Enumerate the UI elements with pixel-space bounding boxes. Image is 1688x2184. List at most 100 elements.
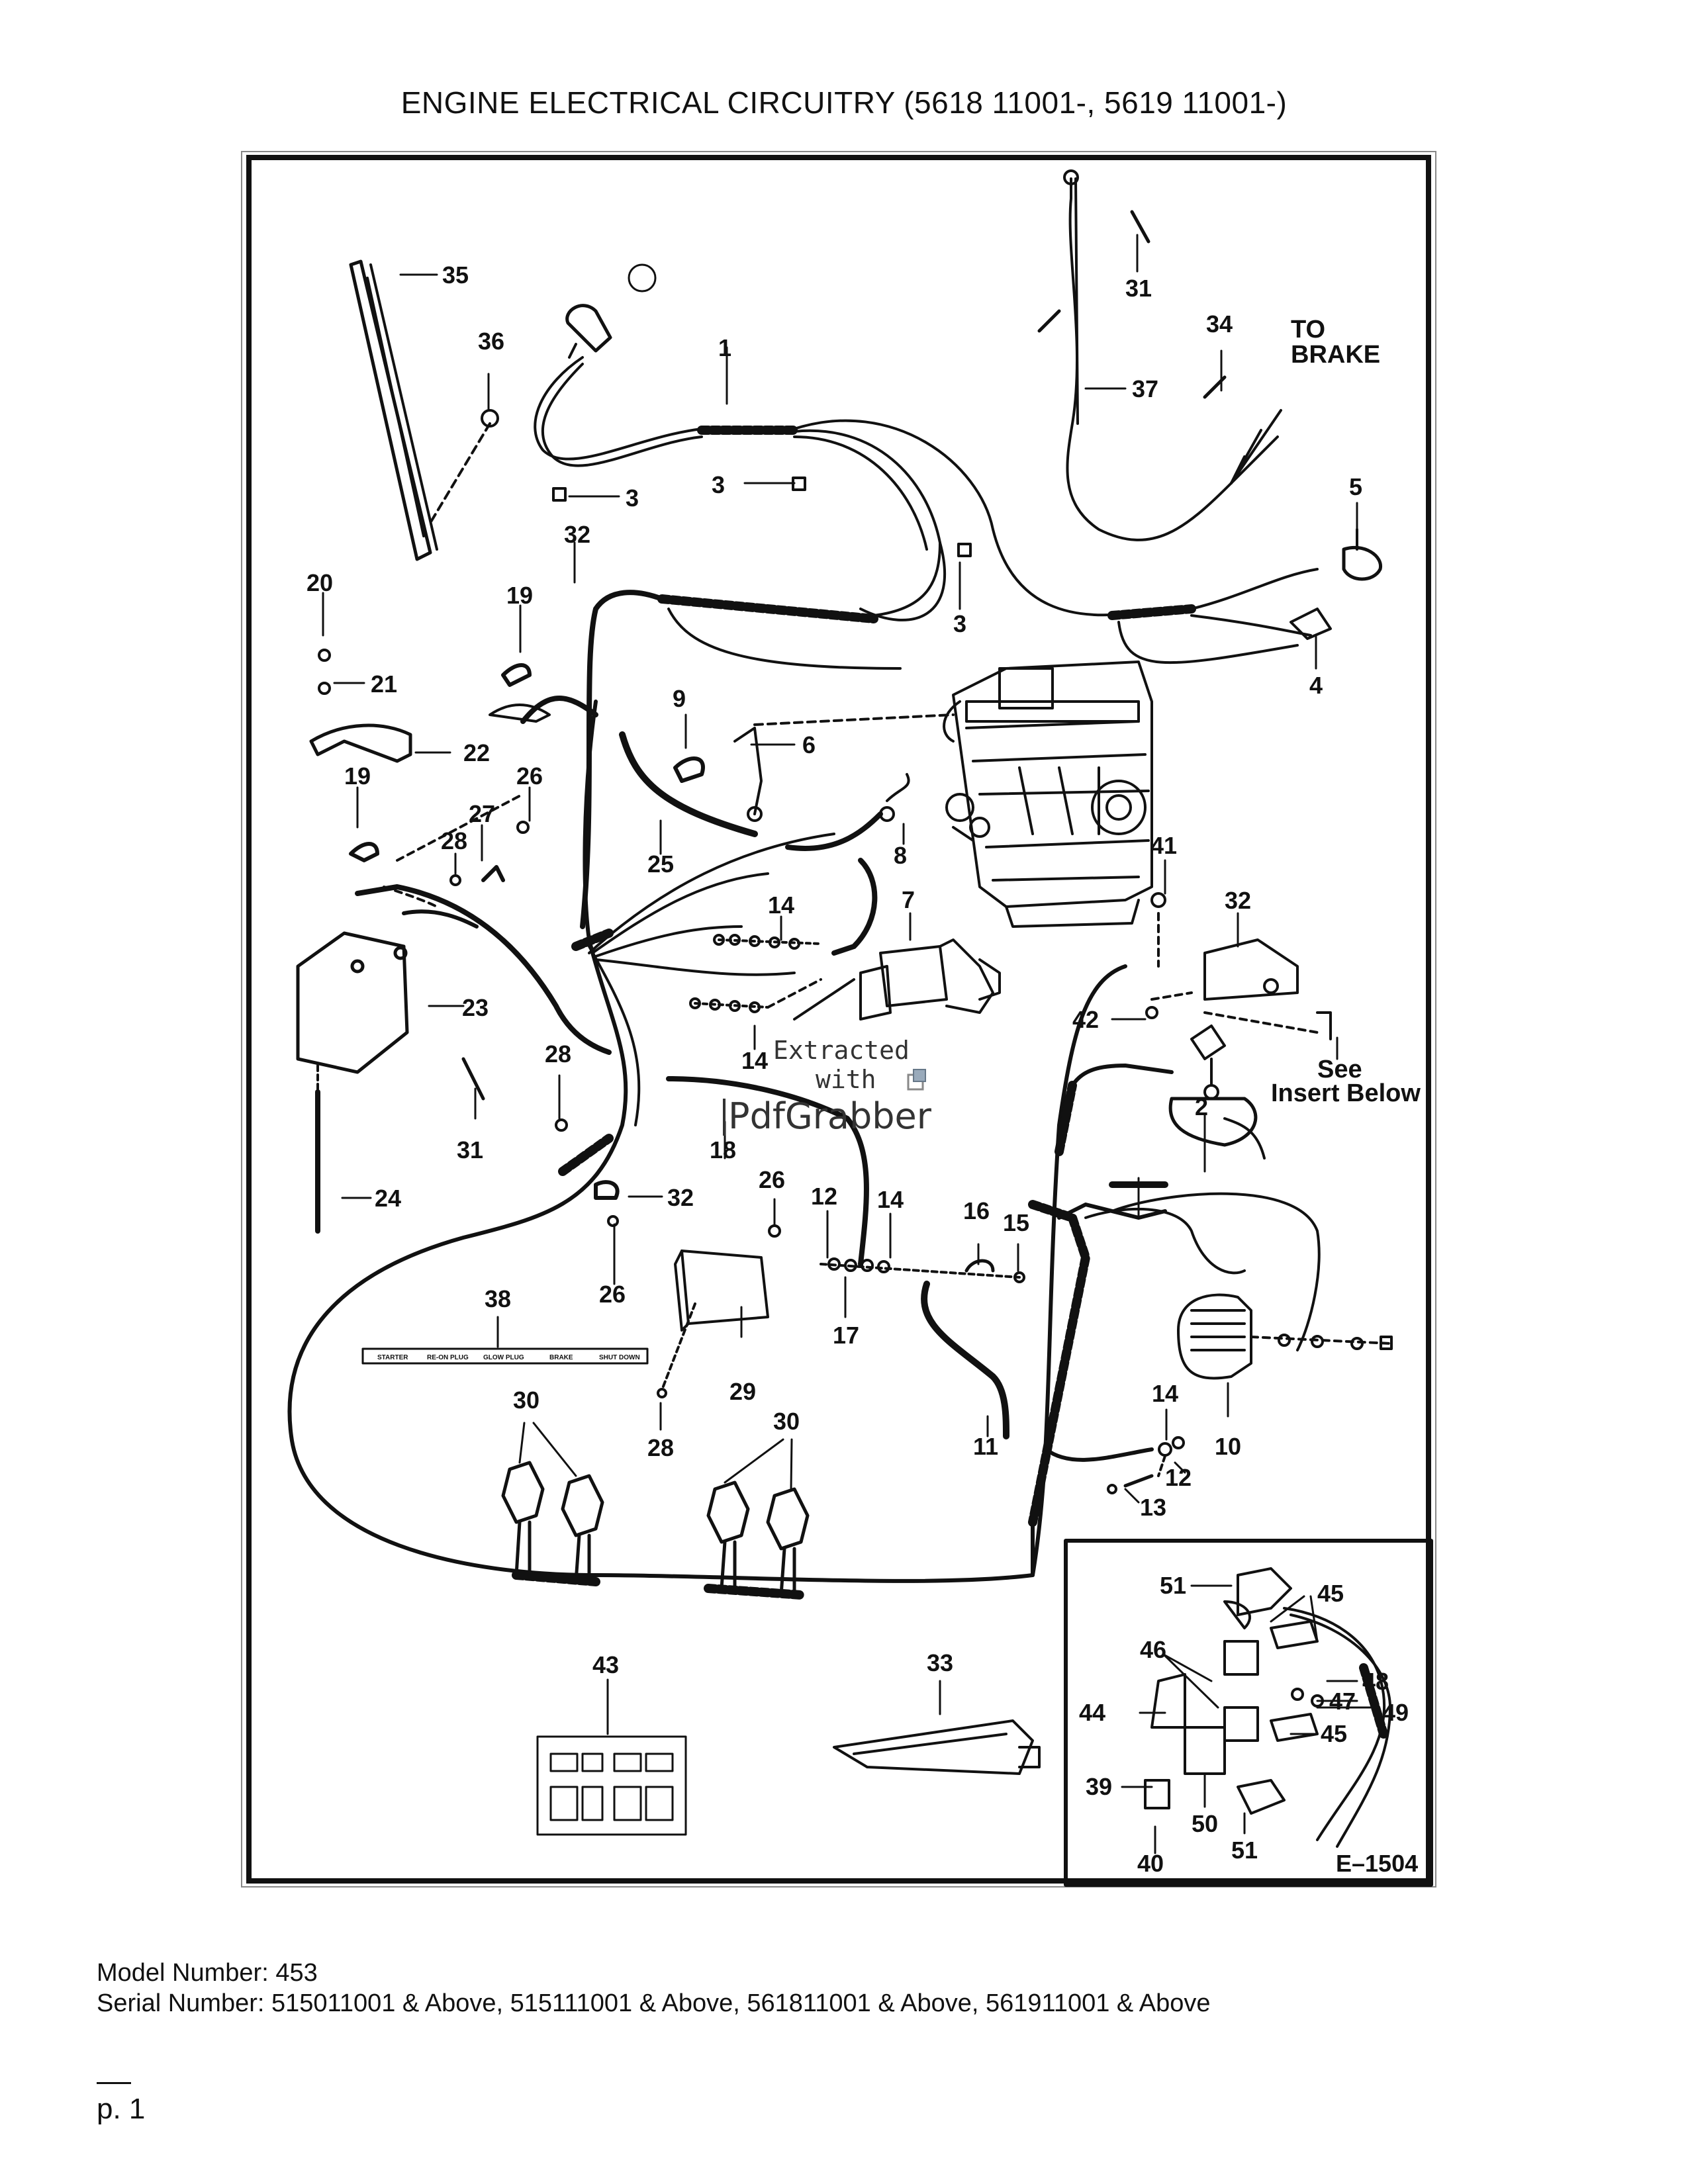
callout-22: 22 — [463, 739, 490, 766]
callout-32c: 32 — [667, 1184, 694, 1211]
callout-18: 18 — [710, 1136, 736, 1163]
model-number: Model Number: 453 — [97, 1959, 318, 1987]
callout-19b: 19 — [344, 762, 371, 790]
svg-text:RE-ON PLUG: RE-ON PLUG — [427, 1354, 469, 1361]
part-8-cable — [785, 773, 910, 851]
engine-block — [943, 660, 1153, 928]
callout-11: 11 — [973, 1433, 998, 1460]
right-harness — [921, 1064, 1321, 1577]
callout-50: 50 — [1192, 1810, 1218, 1837]
to-brake-label-2: BRAKE — [1291, 341, 1380, 369]
part-31-tie-top — [1130, 210, 1150, 244]
callout-13: 13 — [1140, 1494, 1166, 1521]
callout-4: 4 — [1309, 672, 1323, 699]
svg-text:PdfGrabber: PdfGrabber — [728, 1095, 932, 1137]
diagram-frame — [246, 155, 1431, 1884]
callout-41: 41 — [1150, 832, 1177, 859]
part-9-boot — [673, 756, 705, 783]
svg-text:STARTER: STARTER — [377, 1354, 408, 1361]
callout-leaders — [322, 234, 1358, 1735]
part-3-clip-a — [552, 487, 567, 502]
to-brake-label-1: TO — [1291, 316, 1325, 343]
callout-31b: 31 — [457, 1136, 483, 1163]
callout-51b: 51 — [1231, 1837, 1258, 1864]
callout-51a: 51 — [1160, 1572, 1186, 1599]
callout-21: 21 — [371, 670, 397, 698]
callout-34: 34 — [1206, 310, 1233, 338]
serial-number: Serial Number: 515011001 & Above, 515111… — [97, 1989, 1211, 2017]
part-14-nuts-upper — [689, 934, 822, 1013]
callout-12a: 12 — [811, 1183, 837, 1210]
part-41-42-32-bracket — [1145, 892, 1332, 1160]
main-wiring-harness — [287, 356, 1319, 1583]
callout-9: 9 — [673, 685, 686, 712]
callout-32a: 32 — [564, 521, 590, 548]
callout-30a: 30 — [513, 1387, 539, 1414]
callout-38: 38 — [485, 1285, 511, 1312]
callout-39: 39 — [1086, 1773, 1112, 1800]
part-29-plate — [657, 1250, 769, 1398]
callout-3a: 3 — [626, 484, 639, 512]
callout-29: 29 — [729, 1378, 756, 1405]
callout-44: 44 — [1079, 1699, 1105, 1726]
part-18-cable — [666, 1076, 869, 1267]
callout-14b: 14 — [741, 1047, 768, 1074]
callout-28a: 28 — [441, 827, 467, 854]
callout-23: 23 — [462, 994, 489, 1021]
part-30-sensors — [501, 1461, 810, 1600]
see-insert-label-1: See — [1317, 1056, 1362, 1083]
part-5-switch — [1342, 528, 1382, 581]
callout-43: 43 — [592, 1651, 619, 1678]
callout-17: 17 — [833, 1322, 859, 1349]
callout-31a: 31 — [1125, 275, 1152, 302]
callout-48: 48 — [1362, 1668, 1389, 1695]
svg-text:BRAKE: BRAKE — [549, 1354, 573, 1361]
callout-16: 16 — [963, 1197, 990, 1224]
callout-36: 36 — [478, 328, 504, 355]
callout-45a: 45 — [1317, 1580, 1344, 1607]
callout-49: 49 — [1382, 1699, 1409, 1726]
callout-8: 8 — [894, 842, 907, 869]
callout-labels: 35 36 1 3 3 3 31 34 TO BRAKE 37 5 4 32 1… — [306, 261, 1421, 1877]
callout-46: 46 — [1140, 1636, 1166, 1663]
callout-35: 35 — [442, 261, 469, 289]
callout-14c: 14 — [877, 1186, 904, 1213]
part-6-lead — [733, 713, 955, 822]
svg-text:Extracted: Extracted — [773, 1036, 910, 1065]
part-25-cable — [619, 731, 758, 837]
page-title: ENGINE ELECTRICAL CIRCUITRY (5618 11001-… — [400, 85, 1288, 120]
page-number: p. 1 — [97, 2093, 146, 2125]
callout-3b: 3 — [712, 471, 725, 498]
part-4-bracket — [1289, 608, 1332, 640]
part-23-battery-box — [296, 884, 612, 1074]
callout-6: 6 — [802, 731, 816, 758]
callout-30b: 30 — [773, 1408, 800, 1435]
callout-40: 40 — [1137, 1850, 1164, 1877]
callout-3c: 3 — [953, 610, 966, 637]
harness-connector-top — [565, 263, 657, 359]
part-33-tube — [833, 1719, 1041, 1775]
callout-28c: 28 — [647, 1434, 674, 1461]
diagram-outer-border — [241, 151, 1436, 1888]
callout-12b: 12 — [1165, 1464, 1192, 1491]
callout-14a: 14 — [768, 891, 794, 919]
see-insert-label-2: Insert Below — [1271, 1079, 1421, 1107]
part-38-decal — [361, 1347, 649, 1365]
part-31-tie-left — [461, 1057, 485, 1101]
callout-42: 42 — [1072, 1006, 1099, 1033]
part-35-rail — [349, 259, 438, 561]
part-43-decal — [536, 1735, 687, 1836]
callout-47: 47 — [1329, 1688, 1356, 1715]
figure-code: E–1504 — [1336, 1850, 1418, 1877]
svg-text:GLOW PLUG: GLOW PLUG — [483, 1354, 524, 1361]
alternator-nuts — [1107, 1436, 1185, 1494]
callout-26c: 26 — [599, 1281, 626, 1308]
callout-19a: 19 — [506, 582, 533, 609]
callout-37: 37 — [1132, 375, 1158, 402]
part-36-bolt — [429, 409, 499, 524]
callout-32b: 32 — [1225, 887, 1251, 914]
decal-38-labels: STARTER RE-ON PLUG GLOW PLUG BRAKE SHUT … — [377, 1354, 640, 1361]
callout-45b: 45 — [1321, 1720, 1347, 1747]
svg-text:SHUT DOWN: SHUT DOWN — [599, 1354, 640, 1361]
